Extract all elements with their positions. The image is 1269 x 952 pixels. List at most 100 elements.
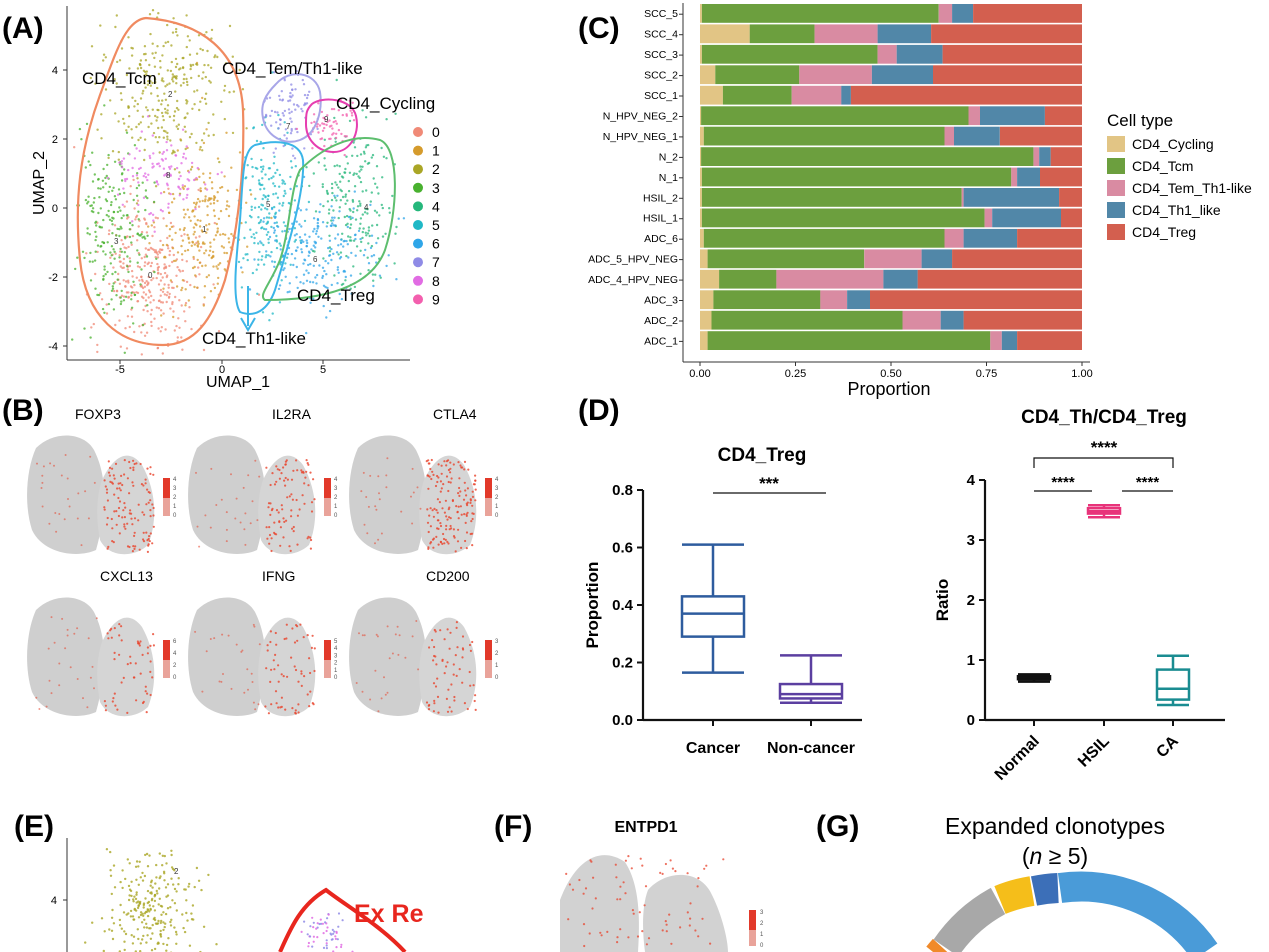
umap-cell-point	[267, 167, 271, 170]
box-y-tick-label: 2	[967, 592, 975, 609]
feature-expr-point	[111, 700, 114, 703]
feature-expr-point	[142, 538, 145, 541]
umap-cell-point	[125, 347, 129, 350]
umap-cell-point	[151, 234, 154, 238]
feature-expr-point	[274, 653, 277, 657]
feature-scale-label: 6	[173, 639, 177, 645]
feature-expr-point	[457, 528, 460, 531]
feature-scale-label: 0	[173, 675, 177, 681]
umap-cell-point	[353, 285, 357, 289]
umap-cell-point	[361, 213, 364, 216]
boxplot2-title: CD4_Th/CD4_Treg	[1021, 407, 1187, 428]
umap-cell-point	[133, 105, 136, 108]
feature-expr-point	[53, 464, 55, 467]
umap-cell-point	[124, 295, 128, 298]
feature-expr-point	[277, 680, 280, 683]
stacked-bar-segment	[711, 310, 903, 330]
umap-cell-point	[136, 102, 139, 106]
legend-label: 7	[432, 254, 440, 270]
umap-cell-point	[182, 152, 186, 155]
umap-cell-point	[269, 255, 272, 258]
umap-cell-point	[105, 213, 109, 217]
umap-cell-point	[143, 264, 146, 268]
umap-cell-point	[205, 188, 209, 191]
umap-cell-point	[261, 177, 264, 180]
panel-e-cell-point	[158, 852, 161, 855]
umap-cell-point	[152, 165, 155, 168]
umap-cell-point	[325, 123, 328, 127]
feature-expr-point	[369, 698, 372, 701]
umap-cell-point	[158, 165, 161, 168]
umap-cell-point	[312, 244, 315, 247]
feature-expr-point	[151, 676, 154, 679]
umap-cell-point	[89, 163, 92, 167]
feature-expr-point	[55, 530, 58, 533]
umap-cell-point	[172, 253, 175, 257]
umap-cell-point	[315, 125, 319, 128]
panel-f-right-lobe	[643, 874, 728, 952]
umap-cell-point	[316, 224, 319, 228]
umap-cell-point	[179, 174, 182, 178]
umap-cell-point	[150, 122, 153, 125]
feature-expr-point	[47, 647, 50, 650]
panel-e-cell-point	[111, 908, 114, 912]
feature-expr-point	[138, 548, 141, 551]
umap-cell-point	[160, 326, 163, 329]
umap-cell-point	[102, 186, 105, 189]
feature-expr-point	[300, 670, 303, 673]
umap-cell-point	[151, 52, 154, 55]
umap-cell-point	[271, 260, 274, 263]
umap-cell-point	[184, 320, 187, 323]
feature-expr-point	[450, 683, 453, 686]
bar-legend-title: Cell type	[1107, 111, 1173, 130]
umap-cell-point	[183, 233, 186, 236]
feature-expr-point	[300, 672, 303, 675]
umap-cell-point	[246, 245, 249, 248]
umap-cell-point	[110, 245, 114, 248]
umap-cell-point	[214, 234, 218, 237]
umap-cell-point	[135, 276, 138, 279]
feature-expr-point	[449, 517, 452, 520]
panel-e-cell-point	[123, 940, 126, 943]
stacked-bar-segment	[701, 208, 985, 228]
legend-label: 0	[432, 124, 440, 140]
umap-panel: 4 2 0 -2 -4 -5 0 5 UMAP_1 UMAP_2 2 8 3 1…	[31, 6, 440, 391]
feature-expr-point	[309, 471, 312, 474]
panel-e-cell-point	[143, 912, 147, 915]
feature-scale-label: 0	[495, 513, 499, 519]
feature-expr-point	[375, 508, 378, 511]
umap-cell-point	[125, 73, 129, 77]
umap-cell-point	[348, 171, 352, 174]
feature-expr-point	[308, 705, 311, 708]
feature-expr-point	[146, 467, 149, 470]
panel-e-cell-point	[141, 879, 145, 882]
umap-cell-point	[176, 251, 180, 254]
umap-cell-point	[102, 59, 105, 62]
umap-cell-point	[162, 118, 165, 122]
umap-cell-point	[270, 250, 273, 254]
umap-cell-point	[99, 207, 103, 210]
umap-cell-point	[162, 44, 165, 48]
umap-cell-point	[164, 98, 168, 102]
stacked-bar-segment	[942, 44, 1082, 64]
umap-cell-point	[146, 83, 150, 86]
umap-cell-point	[144, 189, 148, 192]
umap-cell-point	[130, 54, 134, 57]
umap-cell-point	[283, 189, 286, 193]
umap-cell-point	[322, 116, 325, 120]
feature-expr-point	[451, 499, 454, 502]
stacked-bar-segment	[877, 44, 897, 64]
feature-expr-point	[280, 673, 283, 676]
umap-cell-point	[211, 250, 215, 254]
umap-cell-point	[278, 98, 282, 101]
umap-cell-point	[340, 238, 343, 241]
umap-cell-point	[278, 185, 281, 188]
box-iqr	[680, 595, 746, 638]
panel-e-cell-point	[321, 922, 324, 925]
feature-scale-label: 1	[334, 504, 338, 510]
umap-cell-point	[344, 195, 347, 198]
umap-cell-point	[172, 114, 176, 118]
umap-cell-point	[223, 84, 227, 88]
cluster-number-label: 1	[202, 225, 207, 234]
feature-expr-point	[437, 711, 440, 714]
